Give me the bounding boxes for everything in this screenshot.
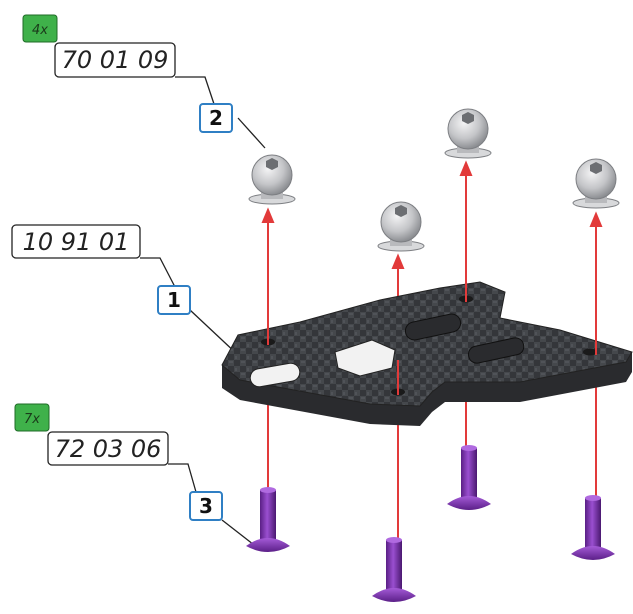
carbon-plate (221, 281, 633, 426)
qty-label: 7x (24, 412, 40, 427)
qty-badge (14, 403, 50, 432)
ball-stud (248, 154, 296, 205)
assembly-lines-through-plate (267, 250, 597, 395)
step-number: 2 (209, 106, 223, 130)
step-box (157, 285, 191, 315)
ball-stud (572, 158, 620, 209)
leader-line-plate (189, 309, 239, 356)
leader-lines (140, 76, 266, 549)
purple-screw (372, 537, 416, 602)
ball-stud (444, 108, 492, 159)
purple-screw (571, 495, 615, 560)
part-number-label: 10 91 01 (23, 228, 130, 256)
step-box (189, 491, 223, 521)
qty-label: 4x (32, 23, 48, 38)
purple-screw (447, 445, 491, 510)
purple-screw (246, 487, 290, 552)
part-number-label: 72 03 06 (55, 435, 162, 463)
step-number: 1 (167, 288, 181, 312)
qty-badge (22, 14, 58, 43)
callout-screws: 7x 72 03 06 3 (14, 403, 223, 521)
callout-ball-studs: 4x 70 01 09 2 (22, 14, 233, 133)
part-number-box (47, 431, 169, 466)
callout-plate: 10 91 01 1 (11, 224, 191, 315)
step-box (199, 103, 233, 133)
part-number-label: 70 01 09 (62, 46, 169, 74)
step-number: 3 (199, 494, 213, 518)
leader-line-ball-studs (175, 76, 216, 108)
part-number-box (11, 224, 141, 259)
part-number-box (54, 42, 176, 78)
ball-stud (377, 201, 425, 252)
